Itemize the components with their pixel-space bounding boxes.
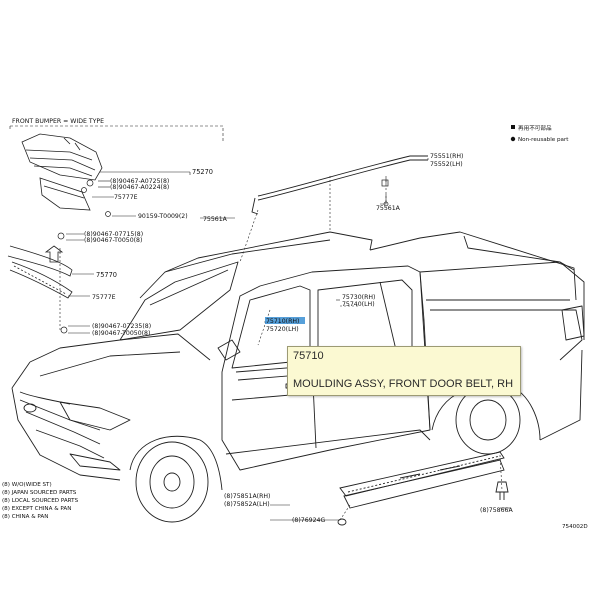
part-label-90467-d[interactable]: (8)90467-T0050(8) bbox=[84, 237, 142, 244]
part-label-75270[interactable]: 75270 bbox=[192, 168, 213, 176]
non-reusable-square-icon bbox=[511, 125, 515, 129]
part-label-75561a-left[interactable]: 75561A bbox=[203, 216, 228, 223]
diagram-reference-code: 754002D bbox=[562, 524, 588, 530]
bumper-lower-moulding bbox=[7, 245, 73, 299]
tooltip-part-description: MOULDING ASSY, FRONT DOOR BELT, RH bbox=[293, 378, 514, 390]
footnote-2: (8) JAPAN SOURCED PARTS bbox=[2, 490, 77, 496]
grille-upper-part bbox=[21, 133, 103, 211]
part-label-90467-b[interactable]: (8)90467-A0224(8) bbox=[110, 184, 169, 191]
legend-en-text: Non-reusable part bbox=[518, 137, 569, 143]
part-label-90159[interactable]: 90159-T0009(2) bbox=[138, 213, 188, 220]
part-label-75551[interactable]: 75551(RH) bbox=[430, 153, 463, 160]
leader-lines-left bbox=[66, 171, 235, 334]
part-label-75561a-right[interactable]: 75561A bbox=[376, 205, 401, 212]
part-tooltip: 75710 MOULDING ASSY, FRONT DOOR BELT, RH bbox=[287, 346, 521, 396]
footnote-4: (8) EXCEPT CHINA & PAN bbox=[2, 506, 71, 512]
highlight-75710 bbox=[265, 317, 305, 324]
part-label-75720[interactable]: 75720(LH) bbox=[266, 326, 299, 333]
part-label-90467-e[interactable]: (8)90467-07235(8) bbox=[92, 323, 151, 330]
part-label-75866a[interactable]: (8)75866A bbox=[480, 507, 513, 514]
part-label-75730[interactable]: 75730(RH) bbox=[342, 294, 375, 301]
non-reusable-dot-icon bbox=[510, 136, 516, 142]
roof-drip-moulding bbox=[251, 155, 428, 215]
part-label-75740[interactable]: 75740(LH) bbox=[342, 301, 375, 308]
footnotes: (8) W/O(WIDE ST) (8) JAPAN SOURCED PARTS… bbox=[2, 482, 79, 520]
part-label-90467-a[interactable]: (8)90467-A0725(8) bbox=[110, 178, 169, 185]
part-label-75770[interactable]: 75770 bbox=[96, 271, 117, 279]
part-label-75852a[interactable]: (8)75852A(LH) bbox=[224, 501, 270, 508]
part-label-76924g[interactable]: (8)76924G bbox=[292, 517, 325, 524]
part-labels: 75270 (8)90467-A0725(8) (8)90467-A0224(8… bbox=[84, 153, 513, 524]
part-label-90467-c[interactable]: (8)90467-07715(8) bbox=[84, 231, 143, 238]
part-label-75777e-mid[interactable]: 75777E bbox=[92, 294, 116, 301]
group-label: FRONT BUMPER = WIDE TYPE bbox=[12, 118, 104, 125]
footnote-3: (8) LOCAL SOURCED PARTS bbox=[2, 498, 79, 504]
part-label-75777e-top[interactable]: 75777E bbox=[114, 194, 138, 201]
part-label-75851a[interactable]: (8)75851A(RH) bbox=[224, 493, 270, 500]
clip-75561a bbox=[381, 179, 389, 207]
part-label-90467-f[interactable]: (8)90467-T0050(8) bbox=[92, 330, 150, 337]
rocker-moulding bbox=[337, 451, 509, 526]
clips bbox=[57, 179, 111, 334]
tooltip-part-number: 75710 bbox=[293, 350, 324, 362]
part-label-75552[interactable]: 75552(LH) bbox=[430, 161, 463, 168]
legend: 再用不可部品 Non-reusable part bbox=[510, 124, 569, 143]
footnote-5: (8) CHINA & PAN bbox=[2, 514, 48, 520]
legend-jp-text: 再用不可部品 bbox=[518, 124, 552, 132]
direction-arrow bbox=[44, 245, 64, 263]
footnote-1: (8) W/O(WIDE ST) bbox=[2, 482, 52, 488]
part-label-75710[interactable]: 75710(RH) bbox=[266, 318, 299, 325]
bumper-group-bracket bbox=[9, 125, 224, 142]
